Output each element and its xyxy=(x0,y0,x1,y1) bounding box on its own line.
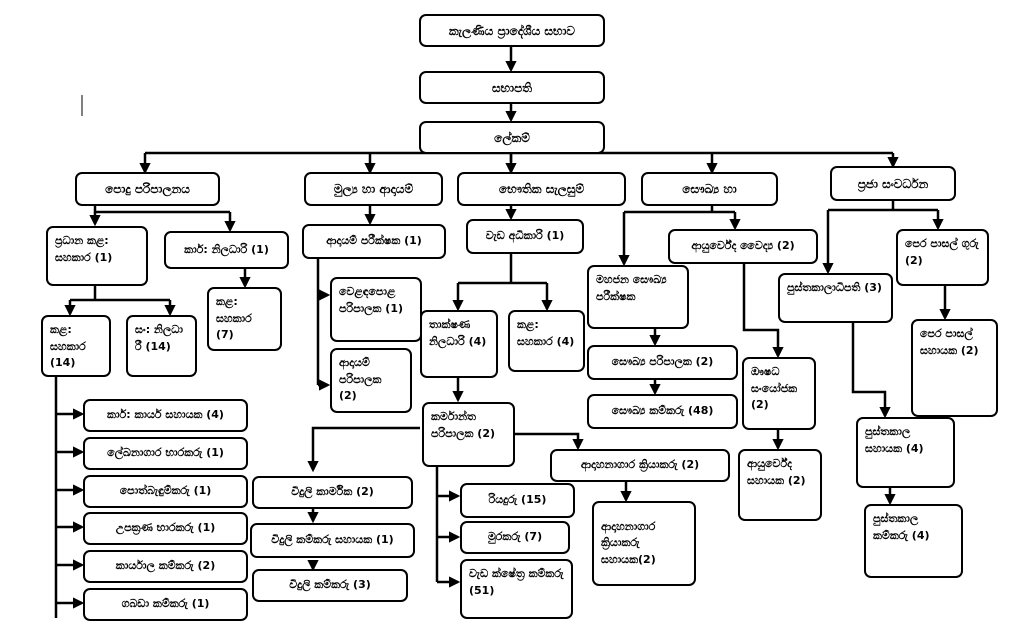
node-librarian: පුස්තකාලාධිපති (3) xyxy=(778,273,893,323)
connector-ws-right-bus xyxy=(515,432,584,451)
node-council: කැලණිය ප්‍රාදේශීය සභාව xyxy=(419,14,605,47)
connector-works-bus xyxy=(458,252,547,285)
node-office-work-asst: කාර්: කාර්ය සහායක (4) xyxy=(83,399,248,432)
node-electric-labourer: විදුලි කම්කරු (3) xyxy=(252,569,408,602)
node-technical-officer: තාක්ෂණ නිලධාරි (4) xyxy=(420,310,498,378)
node-phi: මහජන සෞඛ්‍ය පරීක්ෂක xyxy=(587,265,689,329)
node-library-labourer: පුස්තකාල කම්කරු (4) xyxy=(864,504,963,578)
node-crematorium-asst: ආදාහනාගාර ක්‍රියාකරු සහායක(2) xyxy=(592,501,696,586)
node-tool-keeper: උපක්‍රණ භාරකරු (1) xyxy=(83,512,248,545)
connector-ws-left-bus xyxy=(307,426,420,473)
node-social-dev: ප්‍රජා සංවර්ධන xyxy=(830,166,956,201)
node-electric-labour-asst: විදුලි කම්කරු සහායක (1) xyxy=(250,523,415,558)
node-market-supervisor: වෙළඳපොළ පරිපාලක (1) xyxy=(330,277,422,342)
node-preschool-asst: පෙර පාසල් සහායක (2) xyxy=(911,319,998,417)
node-revenue-inspector: ආදායම් පරීක්ෂක (1) xyxy=(302,224,446,259)
node-health-supervisor: සෞඛ්‍ය පරිපාලක (2) xyxy=(587,345,738,380)
node-dev-officer-14: සං: නිලධා රී (14) xyxy=(126,315,197,377)
connector-social-bus xyxy=(828,199,938,212)
node-secretary: ලේකම් xyxy=(419,121,605,154)
node-health-labourer: සෞඛ්‍ය කම්කරු (48) xyxy=(587,394,738,429)
node-store-labourer: ගබඩා කම්කරු (1) xyxy=(83,588,248,621)
node-library-asst: පුස්තකාල සහායක (4) xyxy=(856,417,955,488)
node-ayurveda-asst: ආයුර්වේද සහායක (2) xyxy=(738,449,822,521)
node-watcher: මුරකරු (7) xyxy=(460,521,570,554)
node-dev-officer: කාර්: නිලධාරි (1) xyxy=(164,231,289,269)
node-drug-compounder: ඖෂධ සංයෝජක (2) xyxy=(742,357,816,430)
node-mgmt-asst-14: කළ: සහකාර (14) xyxy=(41,315,111,377)
node-physical: භෞතික සැලසුම් xyxy=(457,172,626,206)
node-driver: රියදුරු (15) xyxy=(460,483,575,518)
connector-chief-bus xyxy=(70,284,170,302)
node-mgmt-asst-4: කළ: සහකාර (4) xyxy=(508,310,585,372)
connector-health-bus xyxy=(624,203,735,214)
node-cleaner: පොත්බැඳුම්කරු (1) xyxy=(83,475,248,508)
node-general-admin: පොදු පරිපාලනය xyxy=(75,172,220,206)
node-ayurveda-doctor: ආයුර්වේද වෛද්‍ය (2) xyxy=(668,229,818,264)
node-revenue: මුල්‍ය හා ආදායම් xyxy=(304,172,443,206)
node-revenue-supervisor: ආදායම් පරිපාලක (2) xyxy=(330,348,412,413)
connector-to-drug-compounder xyxy=(742,264,784,359)
node-record-keeper: ලේඛනාගාර භාරකරු (1) xyxy=(83,437,248,470)
node-works-supervisor: කර්මාන්ත පරිපාලක (2) xyxy=(422,402,515,467)
node-field-labourer: වැඩ ක්ෂේත්‍ර කම්කරු (51) xyxy=(460,559,573,619)
node-chairman: සභාපති xyxy=(419,71,605,104)
node-preschool-teacher: පෙර පාසල් ගුරු (2) xyxy=(896,229,989,286)
node-office-labourer: කාර්යාල කම්කරු (2) xyxy=(83,550,248,583)
node-works-superintendent: වැඩ අධිකාරි (1) xyxy=(466,219,584,254)
node-crematorium-operator: ආදාහනාගාර ක්‍රියාකරු (2) xyxy=(550,449,730,482)
node-chief-mgmt-asst: ප්‍රධාන කළ: සහකාර (1) xyxy=(46,226,148,286)
node-mgmt-asst-7: කළ: සහකාර (7) xyxy=(207,287,282,351)
connector-to-library-asst xyxy=(851,322,891,419)
node-health: සෞඛ්‍ය හා xyxy=(641,172,778,206)
node-electrician: විදුලි කාර්මික (2) xyxy=(252,476,413,509)
